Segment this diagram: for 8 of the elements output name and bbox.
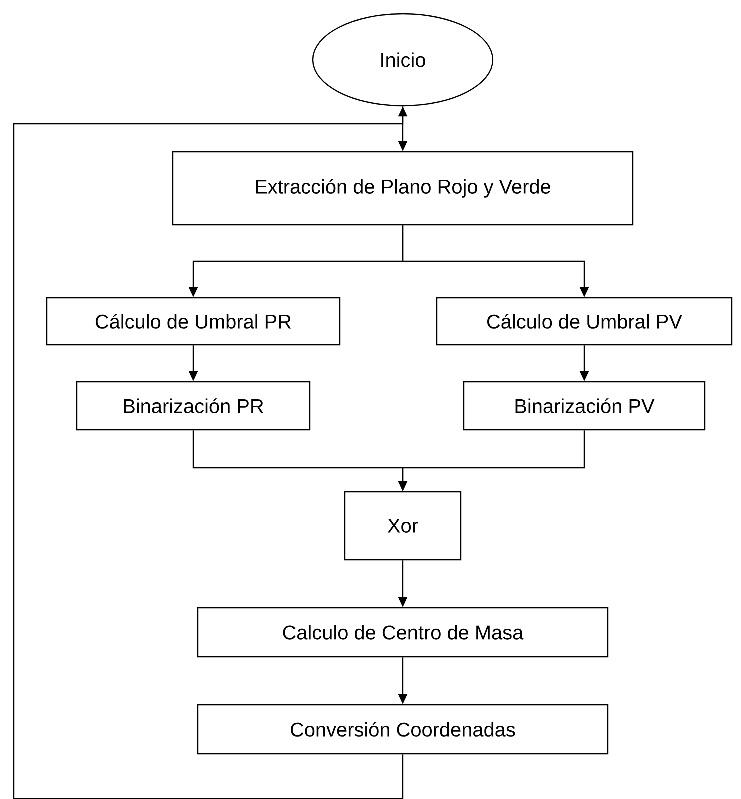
process-box: Calculo de Centro de Masa [197, 607, 609, 658]
process-box: Cálculo de Umbral PV [436, 297, 733, 346]
process-box: Xor [344, 491, 462, 561]
process-box: Conversión Coordenadas [197, 704, 609, 755]
process-box: Binarización PR [76, 381, 311, 431]
process-box: Binarización PV [463, 381, 706, 431]
process-box: Extracción de Plano Rojo y Verde [172, 151, 634, 226]
process-box: Cálculo de Umbral PR [46, 297, 341, 346]
